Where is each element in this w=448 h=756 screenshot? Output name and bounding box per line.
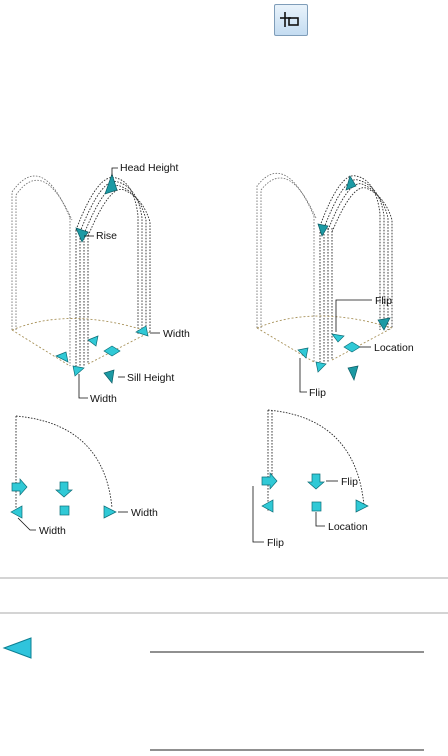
arrow-grip-left-plan[interactable]	[261, 472, 278, 490]
width-right-label: Width	[131, 507, 158, 519]
width-right-label: Width	[163, 328, 190, 340]
flip-right-label: Flip	[341, 476, 358, 488]
location-grip-right[interactable]	[343, 341, 361, 353]
width-grip-right[interactable]	[103, 505, 117, 519]
flip-grip-left[interactable]	[297, 347, 309, 359]
width-grip-top[interactable]	[87, 335, 99, 347]
flip-bottom-label: Flip	[309, 387, 326, 399]
plan-view-width-grips: Width Width	[10, 415, 158, 537]
width-grip-right[interactable]	[135, 325, 149, 337]
flip-grip-right-plan[interactable]	[355, 499, 369, 513]
width-grip-left[interactable]	[55, 351, 69, 363]
sill-height-label: Sill Height	[127, 372, 174, 384]
rise-grip-right[interactable]	[317, 223, 329, 237]
width-bottom-label: Width	[90, 393, 117, 405]
arrow-grip-down-plan[interactable]	[307, 473, 325, 490]
sill-height-grip[interactable]	[103, 369, 115, 384]
previous-button[interactable]	[2, 637, 32, 659]
square-grip-plan[interactable]	[311, 501, 322, 512]
add-grip-button[interactable]	[274, 4, 308, 36]
window-3d-width-grips: Head Height Rise Width Sill Height Width	[11, 162, 190, 405]
flip-top-label: Flip	[375, 295, 392, 307]
location-grip[interactable]	[103, 345, 121, 357]
flip-grip-left-plan[interactable]	[261, 499, 274, 513]
flip-left-label: Flip	[267, 537, 284, 549]
corner-grip-right[interactable]	[377, 317, 391, 331]
plan-view-flip-grips: Flip Location Flip	[252, 409, 369, 549]
location-label-plan: Location	[328, 521, 368, 533]
arrow-grip-left[interactable]	[11, 478, 28, 496]
width-grip-bottom[interactable]	[72, 365, 85, 377]
previous-triangle-icon	[2, 637, 32, 659]
arrow-grip-down[interactable]	[55, 481, 73, 498]
rise-grip[interactable]	[75, 227, 89, 243]
square-grip[interactable]	[59, 505, 70, 516]
head-height-grip[interactable]	[104, 172, 118, 195]
flip-grip-bottom[interactable]	[315, 361, 327, 373]
add-grip-icon	[280, 12, 299, 27]
width-grip-left[interactable]	[10, 505, 23, 519]
width-left-label: Width	[39, 525, 66, 537]
flip-grip-top[interactable]	[331, 333, 345, 343]
location-label: Location	[374, 342, 414, 354]
head-height-label: Head Height	[120, 162, 178, 174]
rise-label: Rise	[96, 230, 117, 242]
window-3d-flip-grips: Flip Location Flip	[256, 173, 414, 399]
sill-grip-right[interactable]	[347, 365, 359, 381]
head-grip-right[interactable]	[345, 175, 357, 191]
